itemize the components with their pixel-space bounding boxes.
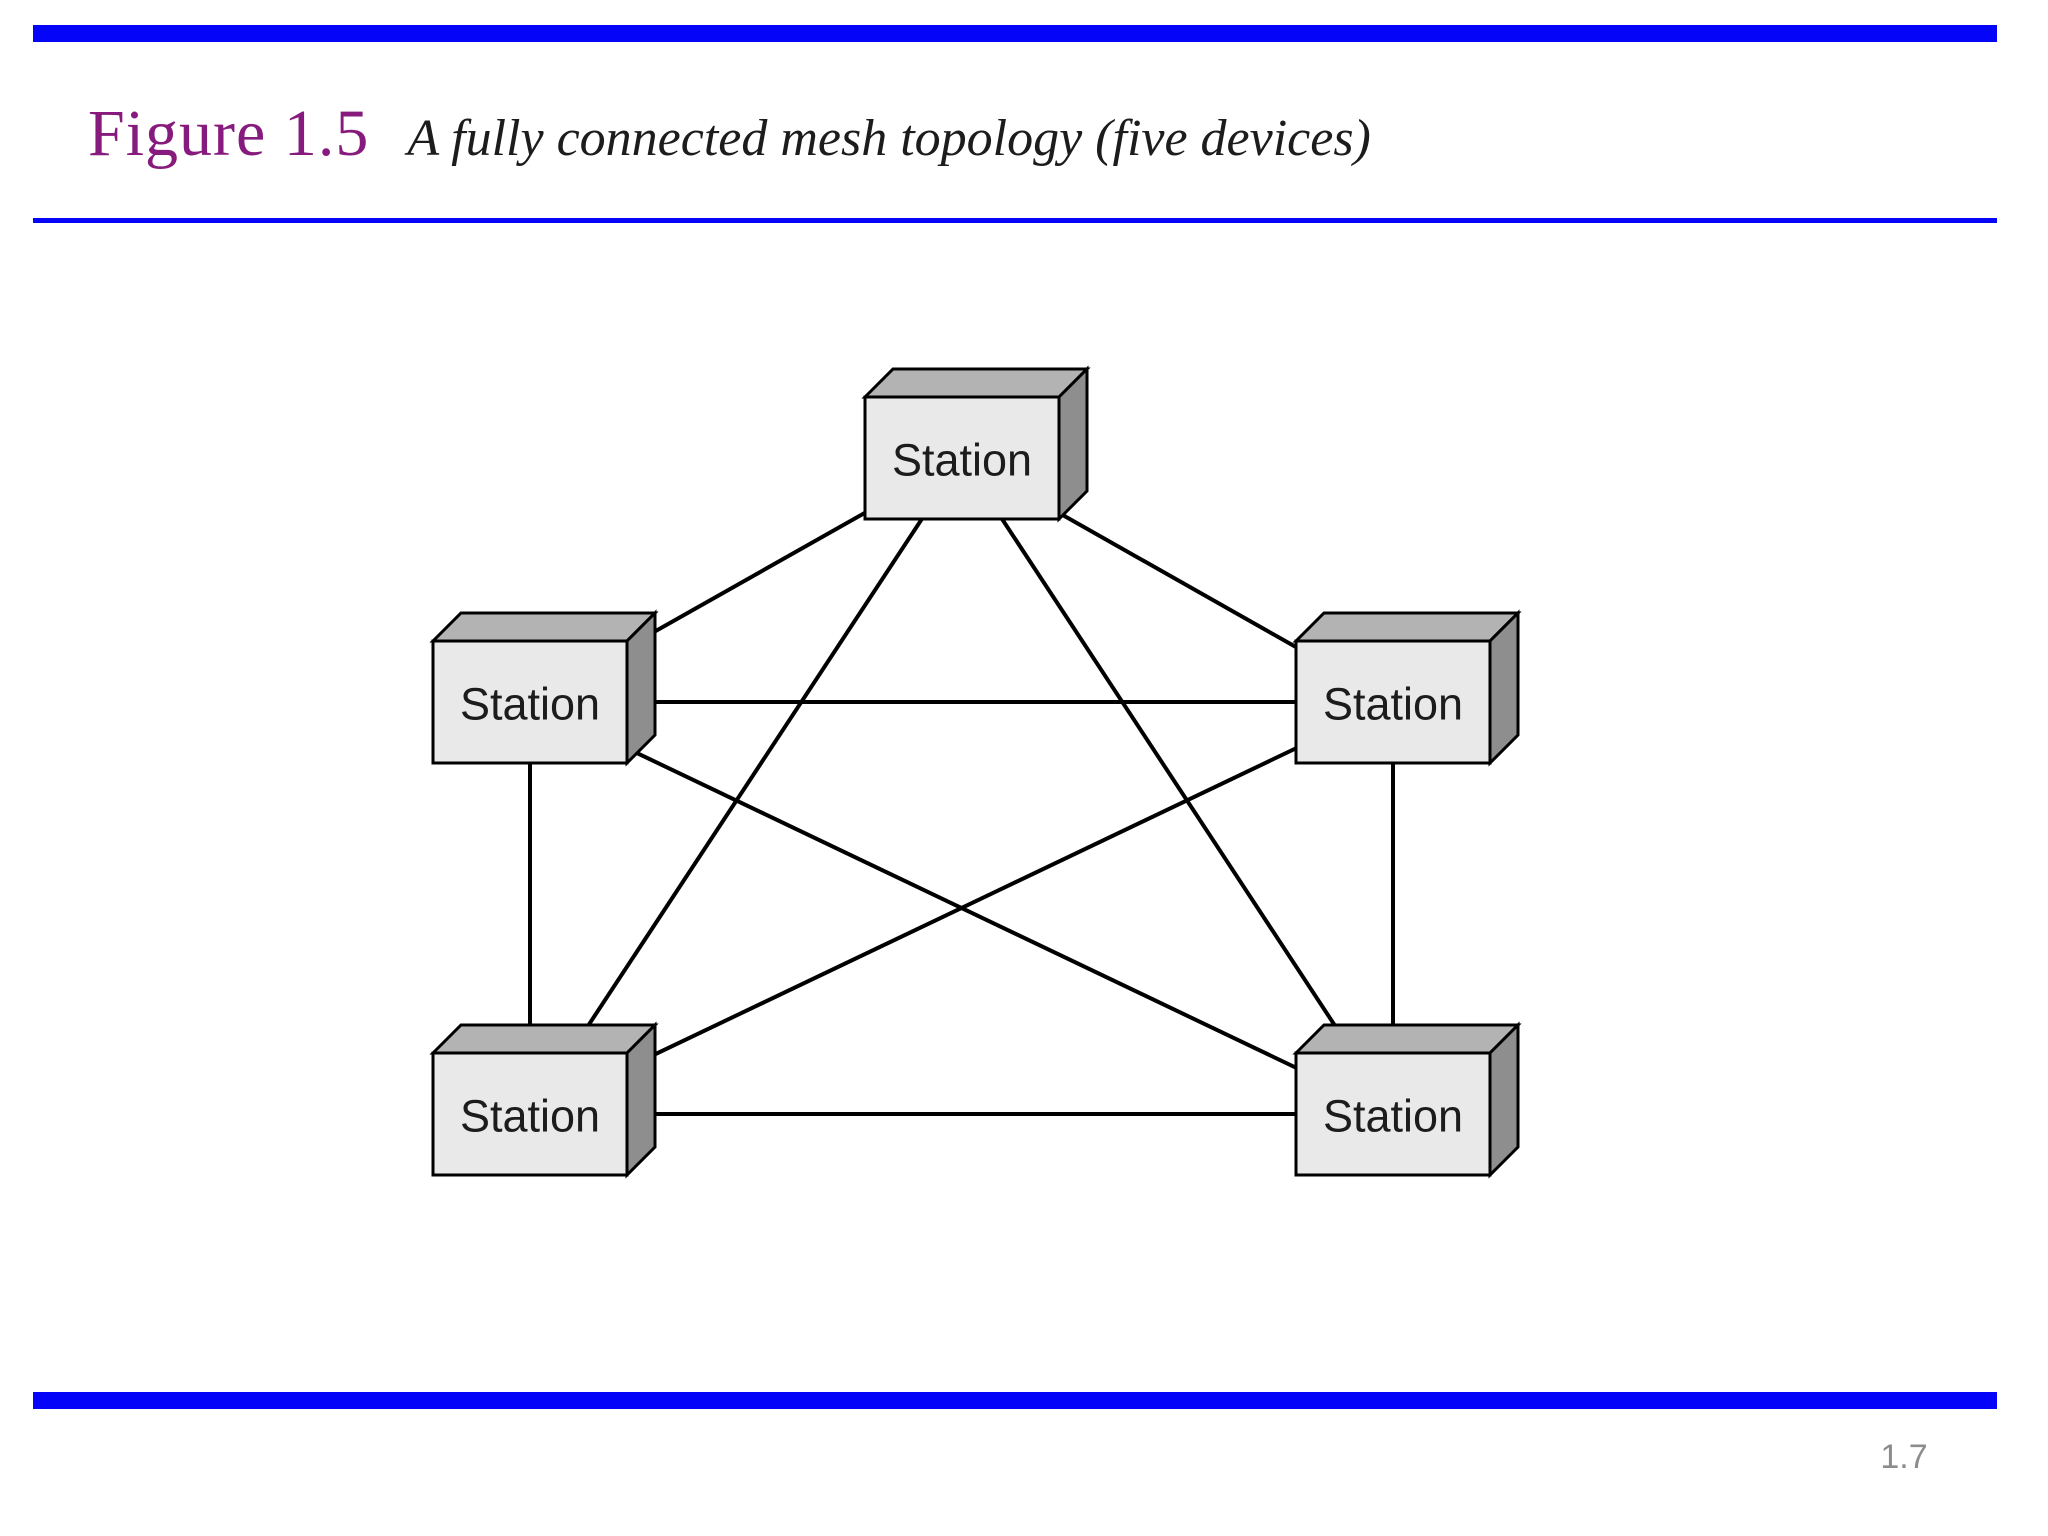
station-box-front-face [1294, 1051, 1492, 1177]
station-box-front-face [431, 1051, 629, 1177]
figure-caption: A fully connected mesh topology (five de… [407, 110, 1371, 167]
station-box-front-face [863, 395, 1061, 521]
station-box-top-face [429, 611, 659, 643]
station-label: Station [460, 1091, 600, 1142]
title-divider-line [33, 218, 1997, 223]
station-box-side-face [625, 1021, 657, 1179]
station-label: Station [892, 435, 1032, 486]
station-box-top-face [429, 1023, 659, 1055]
station-box-side-face [1488, 609, 1520, 767]
station-node-right: Station [1292, 609, 1522, 767]
top-accent-bar [33, 25, 1997, 42]
station-box-top-face [1292, 611, 1522, 643]
station-label: Station [1323, 1091, 1463, 1142]
station-node-bottom-left: Station [429, 1021, 659, 1179]
page-number: 1.7 [1880, 1438, 1928, 1476]
station-node-bottom-right: Station [1292, 1021, 1522, 1179]
slide-header: Figure 1.5 A fully connected mesh topolo… [88, 96, 1968, 172]
station-box-top-face [1292, 1023, 1522, 1055]
station-node-left: Station [429, 609, 659, 767]
connection-line-top-bottomleft [528, 456, 964, 1116]
connection-line-right-bottomleft [529, 700, 1394, 1116]
station-box-front-face [431, 639, 629, 765]
figure-label: Figure 1.5 [88, 97, 370, 170]
bottom-accent-bar [33, 1392, 1997, 1409]
connection-line-top-bottomright [960, 456, 1395, 1116]
station-box-side-face [1488, 1021, 1520, 1179]
station-box-front-face [1294, 639, 1492, 765]
station-label: Station [1323, 679, 1463, 730]
station-box-top-face [861, 367, 1091, 399]
station-node-top: Station [861, 365, 1091, 523]
station-label: Station [460, 679, 600, 730]
station-box-side-face [1057, 365, 1089, 523]
station-box-side-face [625, 609, 657, 767]
connection-lines [528, 456, 1395, 1116]
